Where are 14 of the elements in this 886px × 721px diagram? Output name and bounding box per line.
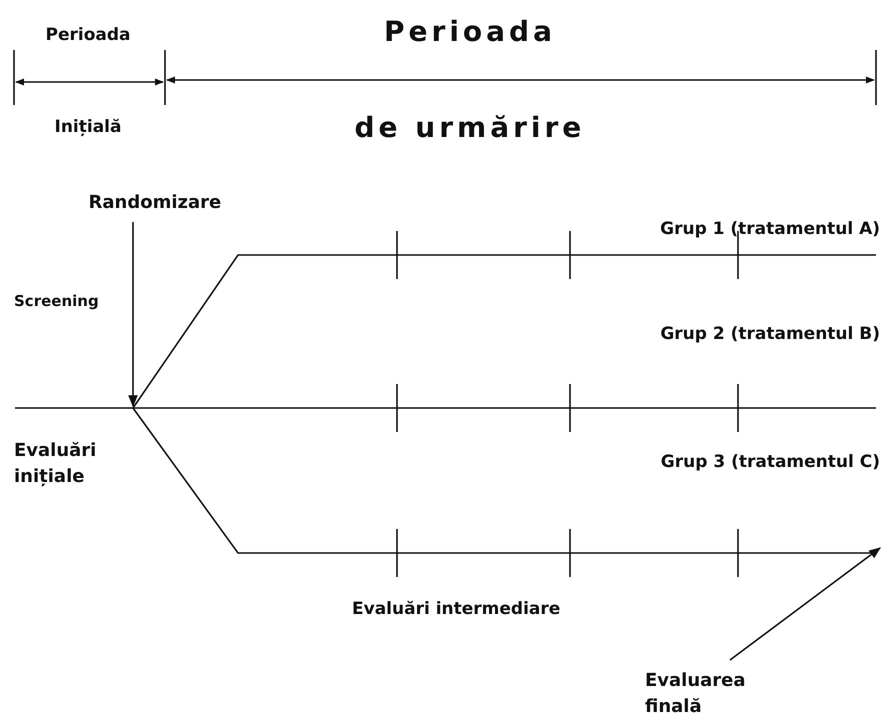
period-label: Perioada (384, 14, 556, 50)
leader-arrow (128, 222, 138, 408)
callout-text: Randomizare (88, 192, 222, 214)
timeline-label: Evaluări intermediare (352, 598, 560, 620)
callout-text: Evaluarea finală (645, 668, 755, 720)
period-label: Inițială (54, 116, 122, 138)
group-label: Grup 2 (tratamentul B) (660, 323, 880, 345)
leader-arrow (730, 547, 881, 661)
period-label: Perioada (46, 24, 130, 46)
period-label: de urmărire (354, 110, 586, 146)
axis-label: Screening (14, 291, 99, 312)
group-label: Grup 1 (tratamentul A) (660, 218, 880, 240)
group-label: Grup 3 (tratamentul C) (660, 451, 880, 473)
timeline-label: Evaluări inițiale (14, 439, 98, 489)
